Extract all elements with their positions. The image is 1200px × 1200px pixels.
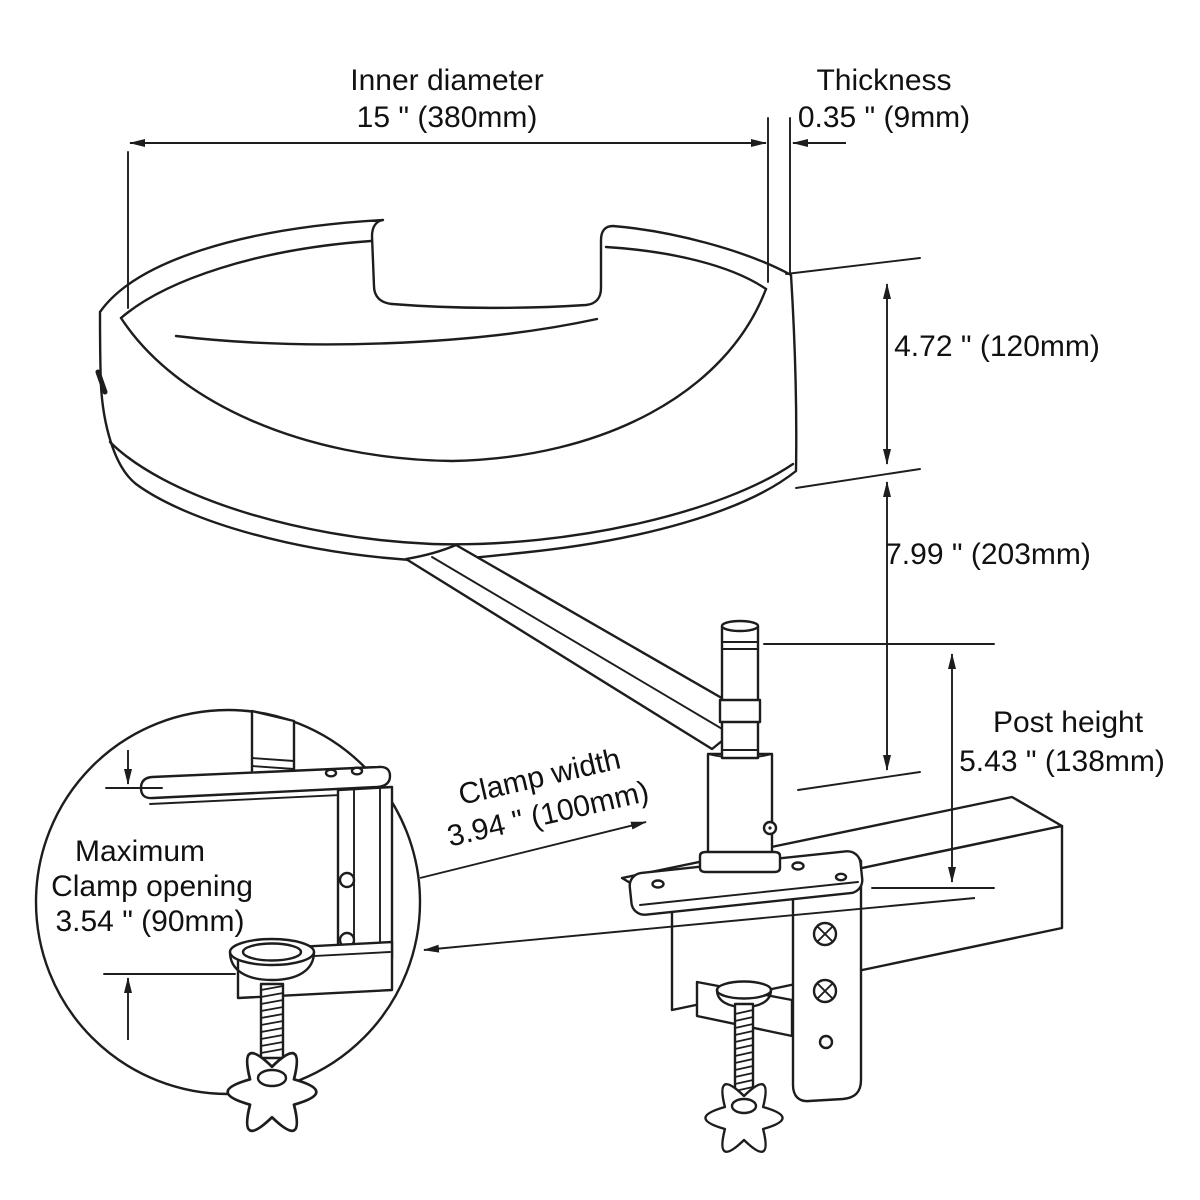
inset-bracket-lines <box>353 787 381 961</box>
post-height-value: 5.43 " (138mm) <box>959 745 1165 778</box>
clamp-detail-inset <box>34 708 422 1133</box>
base-plate-hole-right <box>791 861 805 871</box>
arm-inner-line <box>431 556 730 734</box>
inset-plate-hole-1 <box>324 768 338 778</box>
inset-plate-hole-2 <box>350 766 364 776</box>
bowl-inner-front-edge <box>119 287 768 463</box>
rim-height-ext-bottom <box>795 468 921 489</box>
dimensions <box>127 117 995 953</box>
bowl <box>95 218 798 563</box>
post-upper-bands <box>721 641 759 751</box>
clamp-screw-bottom-cross <box>817 983 833 999</box>
inset-screw-threads <box>260 985 284 1054</box>
desk-front-face <box>670 824 1064 1012</box>
clamp-width-label-group: Clamp width 3.94 " (100mm) <box>444 743 652 854</box>
clamp-width-leader <box>419 821 647 879</box>
rim-height-ext-top <box>785 257 921 275</box>
inset-pad-cup <box>228 950 316 982</box>
inset-knob-hub <box>256 1068 288 1088</box>
labels: Inner diameter 15 " (380mm) Thickness 0.… <box>51 64 1165 938</box>
thickness-value: 0.35 " (9mm) <box>798 101 970 134</box>
bowl-inner-rim-right <box>604 245 768 291</box>
clamp-knob-hub <box>730 1097 758 1115</box>
bowl-to-desk-ext-bottom <box>797 771 921 791</box>
bowl-interior-floor-edge <box>174 317 599 346</box>
bowl-outline <box>98 218 798 563</box>
inset-bracket-hole-1 <box>338 871 356 889</box>
clamp-vertical-plate <box>791 854 863 1103</box>
clamp-star-knob <box>704 1083 784 1153</box>
thickness-label: Thickness <box>816 64 951 97</box>
inner-diameter-label: Inner diameter <box>350 64 543 97</box>
base-plate-hole-far <box>834 872 848 882</box>
bowl-to-desk-value: 7.99 " (203mm) <box>885 538 1091 571</box>
inset-star-knob <box>226 1051 318 1133</box>
max-clamp-opening-line2: Clamp opening <box>51 870 253 903</box>
desk-clamp <box>695 854 863 1153</box>
post-flange <box>698 850 782 874</box>
clamp-screw-top-cross <box>817 926 833 942</box>
post-sleeve <box>706 752 774 860</box>
inner-diameter-value: 15 " (380mm) <box>357 101 538 134</box>
bowl-left-notch <box>95 369 108 395</box>
post-set-screw-dot <box>768 826 772 830</box>
max-clamp-opening-line1: Maximum <box>75 835 205 868</box>
inset-post-bands <box>251 757 295 770</box>
post-upper <box>718 619 762 760</box>
clamp-plate-hole <box>818 1034 834 1050</box>
rim-height-value: 4.72 " (120mm) <box>894 330 1100 363</box>
support-arm <box>404 543 755 751</box>
clamp-screw-threads <box>734 1009 754 1092</box>
inset-leader-line <box>423 897 976 953</box>
post-upper-body <box>720 624 760 760</box>
post-top-cap <box>720 619 760 633</box>
post-lower <box>698 752 782 874</box>
inset-pad-inner <box>241 942 303 962</box>
clamp-pad <box>715 980 773 1000</box>
bowl-bottom-band <box>108 440 795 546</box>
arm-body <box>404 543 755 751</box>
post-height-label: Post height <box>993 706 1144 739</box>
base-plate-thickness-edge <box>639 881 859 906</box>
bowl-inner-rim-left <box>119 239 373 320</box>
max-clamp-opening-value: 3.54 " (90mm) <box>55 905 244 938</box>
base-plate-hole-left <box>651 879 665 889</box>
post-collar <box>718 698 762 724</box>
